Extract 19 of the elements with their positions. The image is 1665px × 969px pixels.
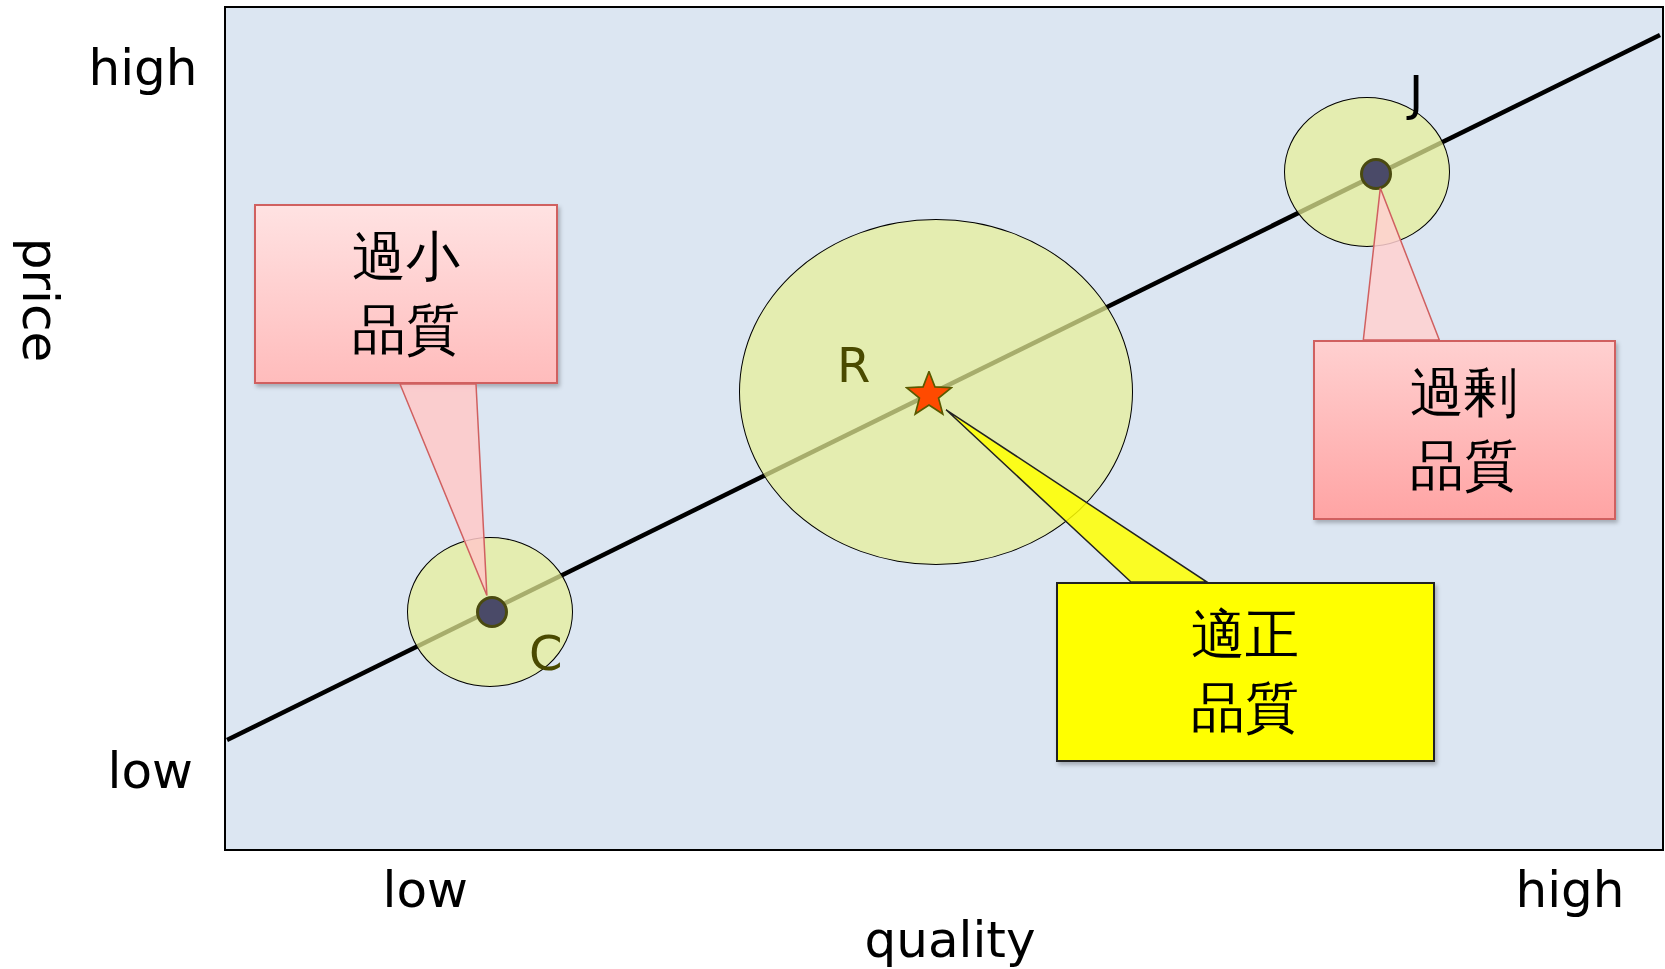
callout-text: 過小品質 (351, 224, 461, 363)
axis-label: low (382, 865, 468, 915)
callout-box (1056, 582, 1435, 762)
axis-label: quality (864, 915, 1036, 965)
callout-box (254, 204, 558, 384)
callout-pointer (945, 409, 1210, 583)
axis-label: high (1515, 865, 1625, 915)
callout-pointer (1362, 187, 1441, 341)
axis-label: high (88, 43, 198, 93)
data-point (476, 596, 508, 628)
point-label: R (837, 341, 871, 389)
callout-pointer (398, 383, 488, 597)
data-point (1360, 158, 1392, 190)
callout-text: 過剰品質 (1409, 360, 1520, 499)
point-label: C (529, 629, 563, 677)
callout-box (1313, 340, 1616, 520)
axis-label: price (15, 237, 66, 363)
callout-text: 適正品質 (1190, 602, 1301, 741)
axis-label: low (107, 746, 193, 796)
